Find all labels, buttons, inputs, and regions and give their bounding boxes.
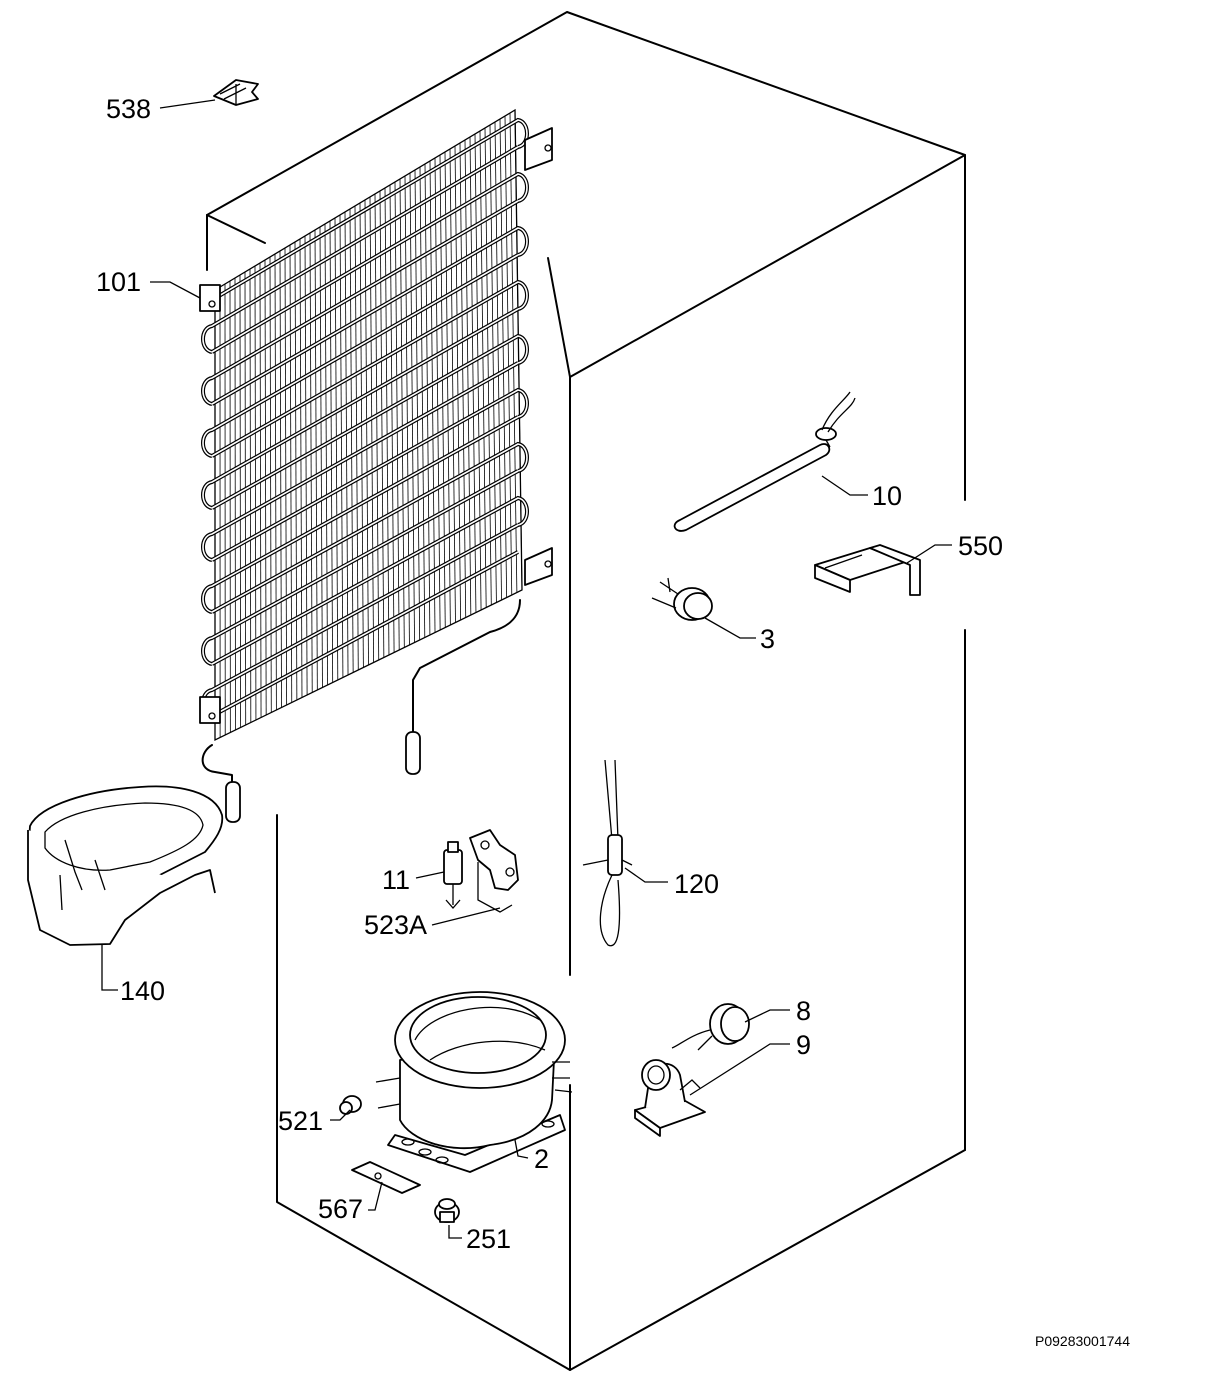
callout-538: 538 bbox=[106, 94, 151, 124]
relay-part-9 bbox=[634, 1059, 706, 1137]
condenser-bracket-upper-left bbox=[199, 284, 221, 312]
overload-protector-part-8 bbox=[671, 1003, 750, 1051]
sensor-rod-part-10 bbox=[673, 391, 856, 532]
condenser-tube-loops bbox=[201, 117, 529, 718]
callout-2: 2 bbox=[534, 1144, 549, 1174]
condenser-pipe-end-left bbox=[225, 781, 241, 823]
callout-11: 11 bbox=[382, 865, 410, 895]
document-code: P09283001744 bbox=[1035, 1333, 1130, 1349]
clamp-part-523a bbox=[469, 829, 519, 913]
condenser-pipe-end-right bbox=[405, 731, 421, 775]
callout-8: 8 bbox=[796, 996, 811, 1026]
grommet-part-521 bbox=[339, 1095, 362, 1115]
capacitor-part-3 bbox=[651, 577, 713, 621]
callout-550: 550 bbox=[958, 531, 1003, 561]
wire-harness-part-120 bbox=[582, 759, 633, 947]
plate-part-567 bbox=[351, 1161, 421, 1194]
condenser-wire-grid bbox=[214, 109, 523, 740]
callout-120: 120 bbox=[674, 869, 719, 899]
callout-251: 251 bbox=[466, 1224, 511, 1254]
condenser-coil bbox=[199, 108, 553, 823]
drip-tray-part-140 bbox=[27, 785, 224, 946]
callout-567: 567 bbox=[318, 1194, 363, 1224]
compressor-part-2 bbox=[375, 991, 573, 1173]
callout-140: 140 bbox=[120, 976, 165, 1006]
callout-9: 9 bbox=[796, 1030, 811, 1060]
condenser-bracket-lower-right bbox=[524, 547, 553, 586]
condenser-bracket-upper-right bbox=[524, 127, 553, 171]
callout-10: 10 bbox=[872, 481, 902, 511]
callout-521: 521 bbox=[278, 1106, 323, 1136]
callout-101: 101 bbox=[96, 267, 141, 297]
relay-part-11 bbox=[443, 841, 463, 909]
condenser-bracket-lower-left bbox=[199, 696, 221, 724]
callout-3: 3 bbox=[760, 624, 775, 654]
callout-labels: 538 101 10 550 3 11 523A 120 140 8 9 521… bbox=[96, 94, 1003, 1254]
callout-523a: 523A bbox=[364, 910, 427, 940]
cabinet-outline bbox=[206, 11, 966, 1371]
foot-part-251 bbox=[434, 1198, 460, 1223]
clip-part-538 bbox=[213, 79, 259, 106]
leader-lines bbox=[101, 99, 952, 1239]
bracket-part-550 bbox=[814, 544, 921, 596]
